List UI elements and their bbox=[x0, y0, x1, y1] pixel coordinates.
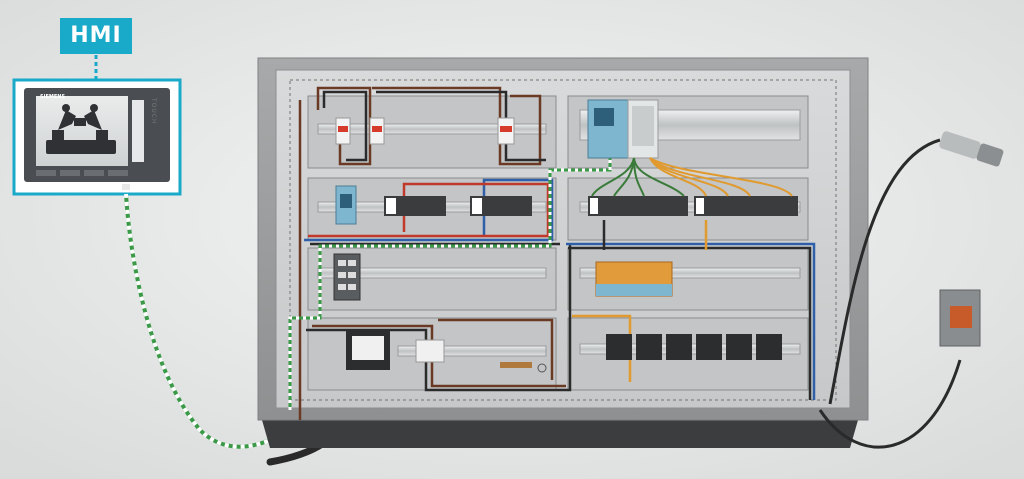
motor-breakers[interactable] bbox=[415, 339, 547, 373]
relay-modules[interactable] bbox=[595, 261, 673, 297]
hmi-side-text: TOUCH bbox=[150, 98, 157, 125]
terminal-block-right[interactable] bbox=[588, 196, 798, 216]
power-supply-module[interactable] bbox=[335, 185, 357, 225]
plc-io-wire-fan bbox=[591, 157, 793, 197]
plc-controller[interactable] bbox=[587, 99, 659, 159]
hmi-function-keys[interactable] bbox=[36, 170, 128, 176]
ethernet-switch[interactable] bbox=[333, 253, 361, 301]
robot-icon bbox=[46, 104, 116, 154]
hmi-brand-label: SIEMENS bbox=[40, 94, 66, 100]
hmi-panel[interactable] bbox=[12, 78, 182, 196]
transformer[interactable] bbox=[346, 330, 390, 370]
hmi-label: HMI bbox=[60, 18, 132, 54]
circuit-breakers[interactable] bbox=[335, 117, 515, 145]
contactors[interactable] bbox=[606, 334, 782, 360]
terminal-block-left[interactable] bbox=[384, 196, 532, 216]
inductive-sensor[interactable] bbox=[828, 130, 1004, 405]
photoelectric-sensor[interactable] bbox=[818, 289, 981, 449]
